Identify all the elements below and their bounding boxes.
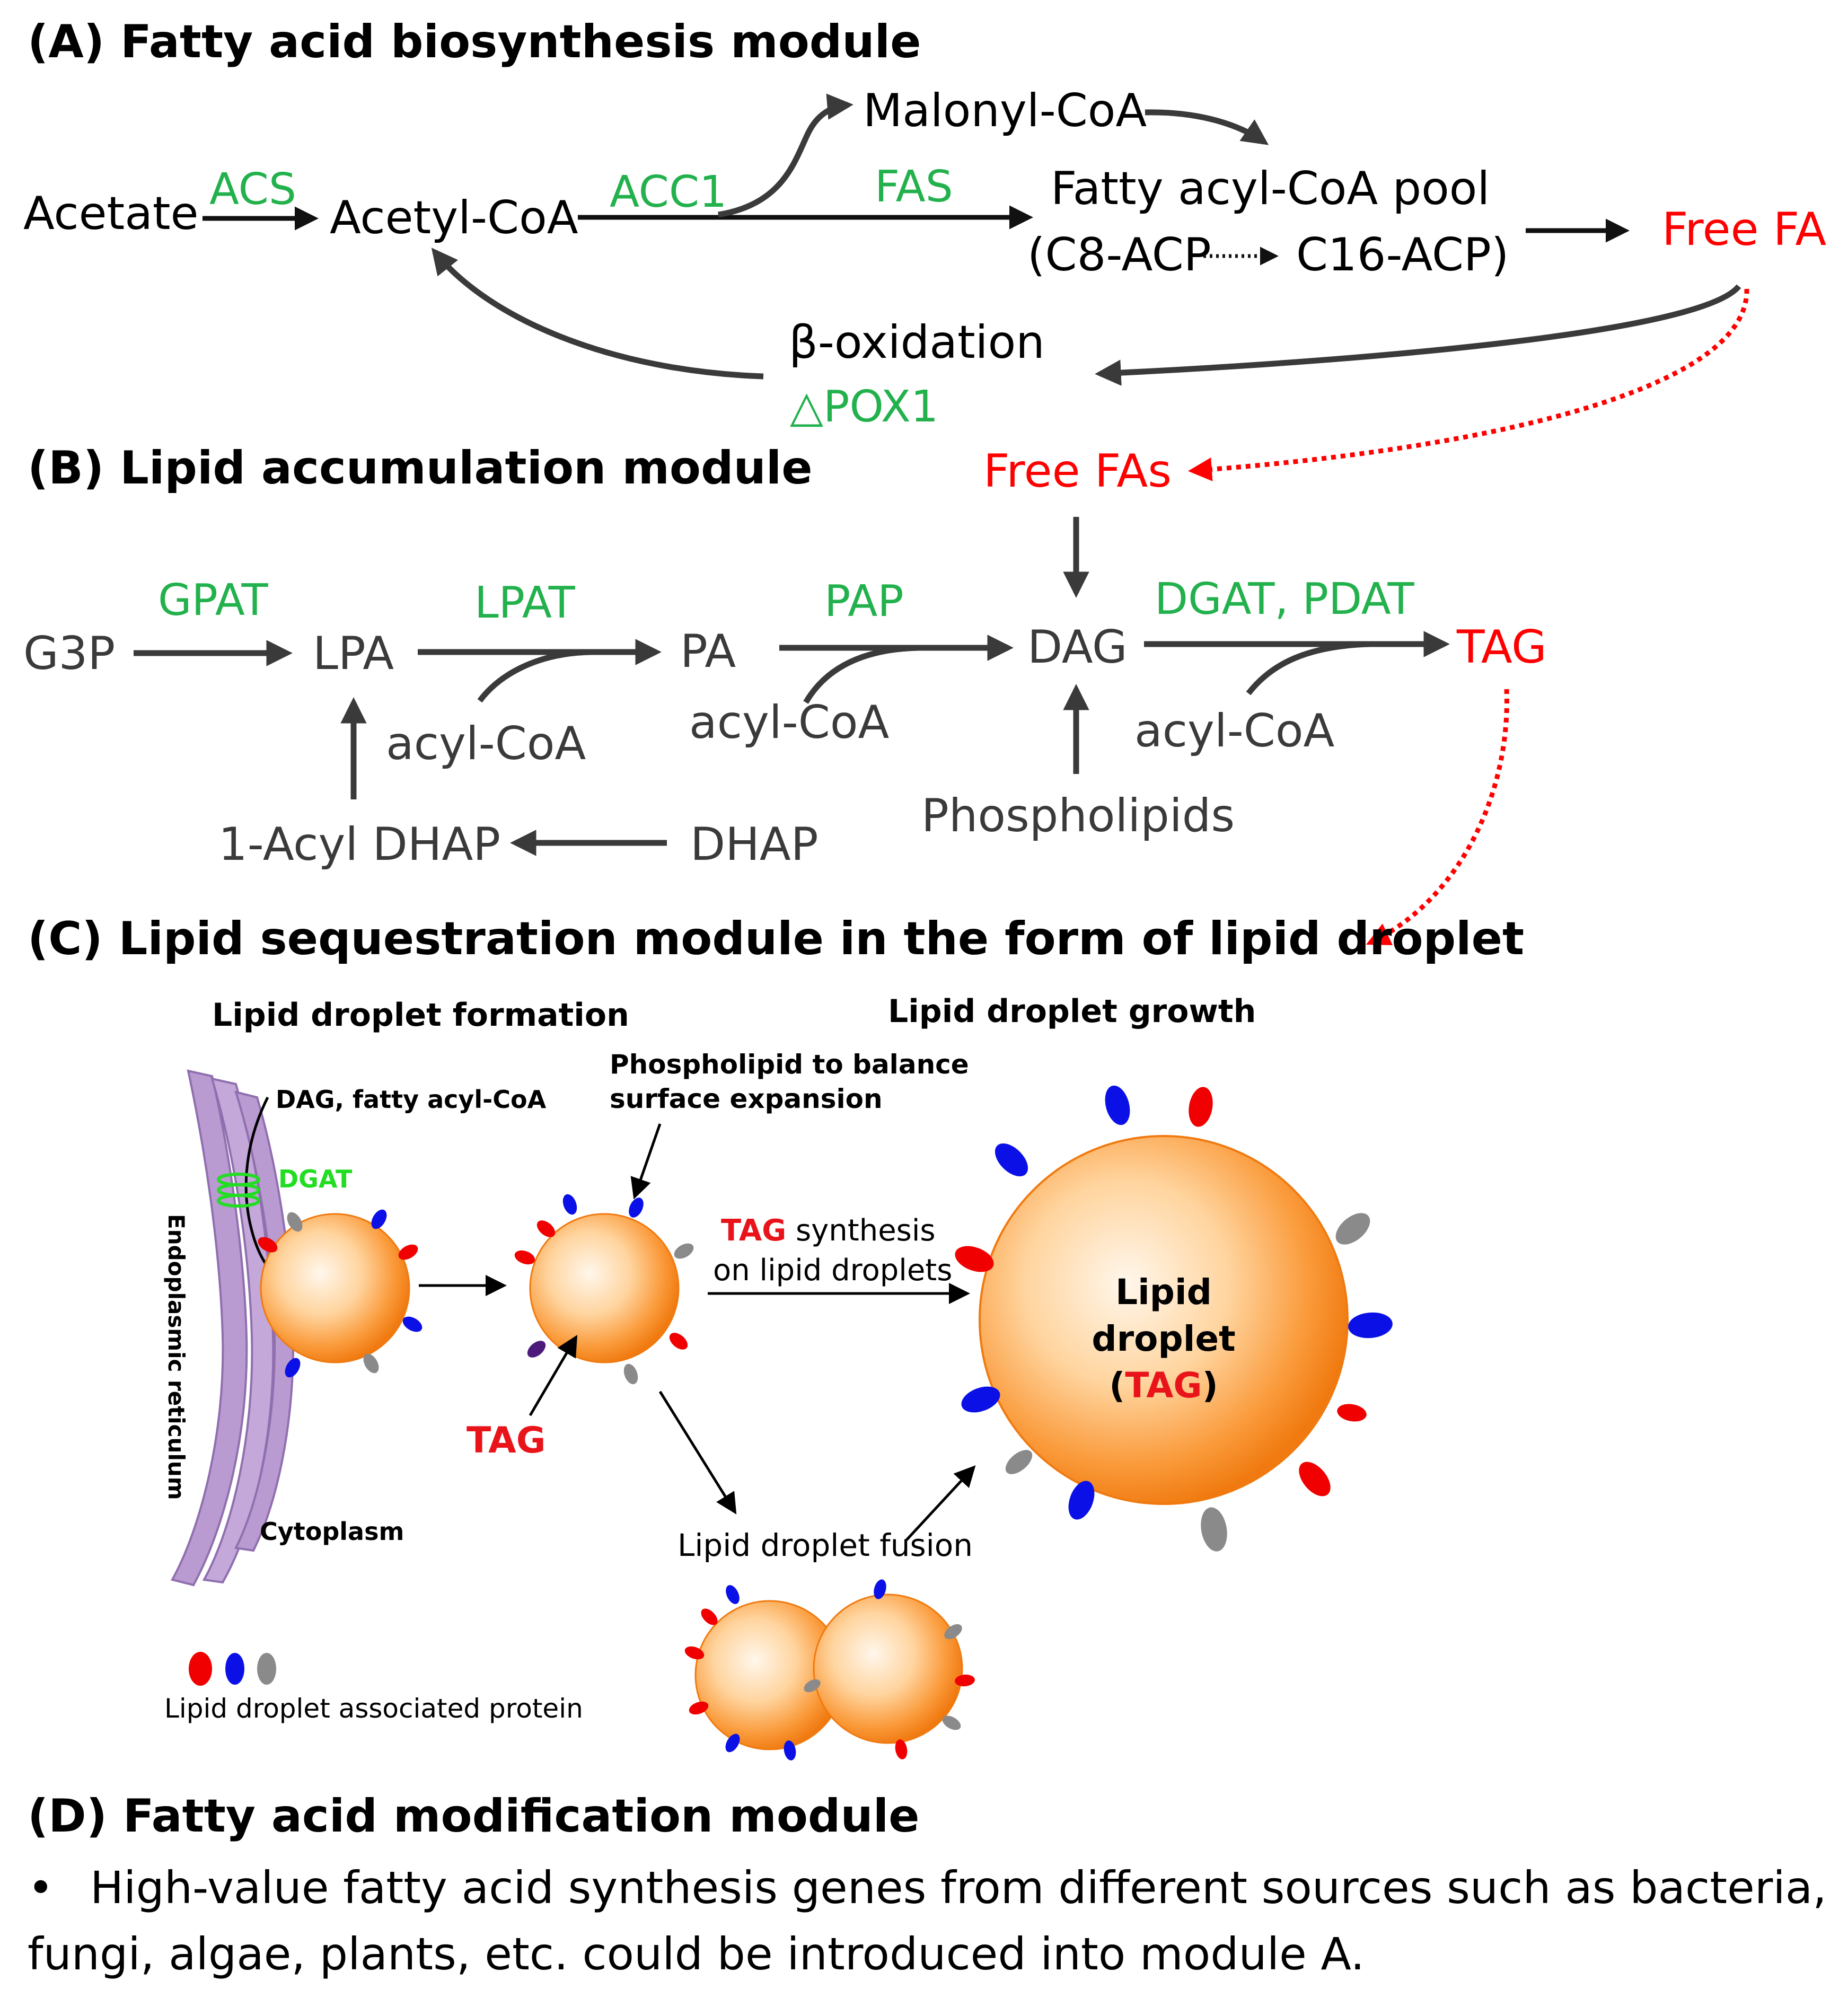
acetyl-coa-label: Acetyl-CoA	[330, 191, 578, 244]
acetyl-to-malonyl-arrow	[718, 93, 853, 218]
tag-inside-arrow	[529, 1335, 578, 1416]
acc1-enzyme-label: ACC1	[610, 167, 727, 217]
fusion-label: Lipid droplet fusion	[677, 1527, 973, 1563]
tag-synthesis-rest: synthesis	[786, 1213, 935, 1248]
one-acyl-dhap-label: 1-Acyl DHAP	[218, 818, 500, 871]
free-fas-label: Free FAs	[983, 445, 1172, 498]
tag-inside-label: TAG	[467, 1420, 546, 1462]
droplet-1-proteins	[258, 1209, 423, 1378]
big-droplet-tag: TAG	[1125, 1365, 1202, 1406]
beta-oxidation-to-acetyl-arrow	[431, 248, 764, 380]
dag-fatty-acyl-label: DAG, fatty acyl-CoA	[276, 1085, 547, 1114]
phospholipid-note-arrow	[630, 1123, 662, 1200]
phospholipids-label: Phospholipids	[921, 789, 1235, 842]
fas-enzyme-label: FAS	[875, 162, 953, 212]
lpat-acyl-coa-curve	[477, 649, 592, 703]
acs-enzyme-label: ACS	[209, 164, 296, 215]
lpat-enzyme-label: LPAT	[474, 578, 576, 628]
pap-enzyme-label: PAP	[824, 576, 904, 627]
big-droplet-line1: Lipid	[1115, 1272, 1212, 1313]
free-fa-to-beta-oxidation-arrow	[1095, 284, 1741, 386]
pox1-enzyme-label: △POX1	[790, 382, 938, 432]
lpat-acyl-coa-label: acyl-CoA	[386, 717, 586, 770]
growth-title: Lipid droplet growth	[888, 993, 1256, 1030]
cytoplasm-label: Cytoplasm	[260, 1517, 404, 1546]
pool-title: Fatty acyl-CoA pool	[1051, 162, 1490, 215]
lpa-label: LPA	[313, 627, 394, 680]
pool-c16: C16-ACP)	[1296, 228, 1509, 281]
module-d-header: (D) Fatty acid modification module	[28, 1790, 920, 1843]
module-d-bullet: •	[28, 1862, 54, 1914]
formation-title: Lipid droplet formation	[212, 997, 629, 1034]
large-lipid-droplet	[979, 1135, 1349, 1505]
pap-acyl-coa-curve	[803, 645, 920, 704]
module-b-header: (B) Lipid accumulation module	[28, 442, 813, 495]
budding-to-fusion-arrow	[658, 1390, 737, 1515]
dgat-label: DGAT	[278, 1165, 353, 1193]
big-droplet-close-paren: )	[1202, 1365, 1218, 1406]
tag-synthesis-line2: on lipid droplets	[713, 1253, 952, 1288]
fusion-to-growth-arrow	[905, 1465, 976, 1541]
module-c-header: (C) Lipid sequestration module in the fo…	[28, 912, 1524, 965]
droplet-2-proteins	[514, 1194, 694, 1385]
fusing-droplet-right	[813, 1594, 963, 1744]
dgat-enzyme-icon	[217, 1173, 260, 1208]
tag-synthesis-tag: TAG	[721, 1213, 786, 1248]
acetate-label: Acetate	[23, 187, 199, 240]
beta-oxidation-label: β-oxidation	[789, 316, 1045, 369]
module-d-line2: fungi, algae, plants, etc. could be intr…	[28, 1928, 1365, 1980]
big-droplet-line3: (TAG)	[1109, 1365, 1218, 1406]
big-droplet-line2: droplet	[1092, 1318, 1235, 1359]
large-droplet-proteins	[955, 1085, 1393, 1552]
forming-lipid-droplet	[260, 1213, 410, 1363]
dag-label: DAG	[1027, 621, 1128, 674]
dhap-label: DHAP	[690, 818, 819, 871]
phospholipid-note-line2: surface expansion	[610, 1084, 883, 1114]
pool-c8: (C8-ACP	[1027, 228, 1211, 281]
dgat-acyl-coa-curve	[1246, 641, 1371, 696]
malonyl-to-pool-arrow	[1145, 109, 1269, 145]
gpat-enzyme-label: GPAT	[158, 575, 268, 626]
dgat-pdat-enzyme-label: DGAT, PDAT	[1155, 574, 1415, 624]
tag-label: TAG	[1456, 621, 1547, 674]
fusion-proteins	[684, 1579, 975, 1760]
tag-synthesis-line1: TAG synthesis	[721, 1213, 936, 1248]
module-d-line1: High-value fatty acid synthesis genes fr…	[90, 1862, 1827, 1914]
tag-to-module-c-dotted-arrow	[1366, 689, 1509, 945]
pa-label: PA	[680, 625, 736, 678]
module-a-header: (A) Fatty acid biosynthesis module	[28, 15, 921, 68]
phospholipid-note-line1: Phospholipid to balance	[610, 1049, 969, 1080]
free-fa-label: Free FA	[1662, 203, 1826, 256]
free-fa-to-free-fas-dotted-arrow	[1188, 288, 1749, 481]
budding-lipid-droplet	[529, 1213, 680, 1363]
big-droplet-open-paren: (	[1109, 1365, 1125, 1406]
malonyl-coa-label: Malonyl-CoA	[863, 84, 1147, 137]
er-label: Endoplasmic reticulum	[163, 1214, 189, 1500]
protein-legend-icons	[189, 1652, 276, 1686]
dgat-acyl-coa-label: acyl-CoA	[1134, 705, 1334, 758]
pap-acyl-coa-label: acyl-CoA	[689, 696, 889, 749]
protein-legend-label: Lipid droplet associated protein	[164, 1693, 583, 1724]
g3p-label: G3P	[23, 627, 115, 680]
